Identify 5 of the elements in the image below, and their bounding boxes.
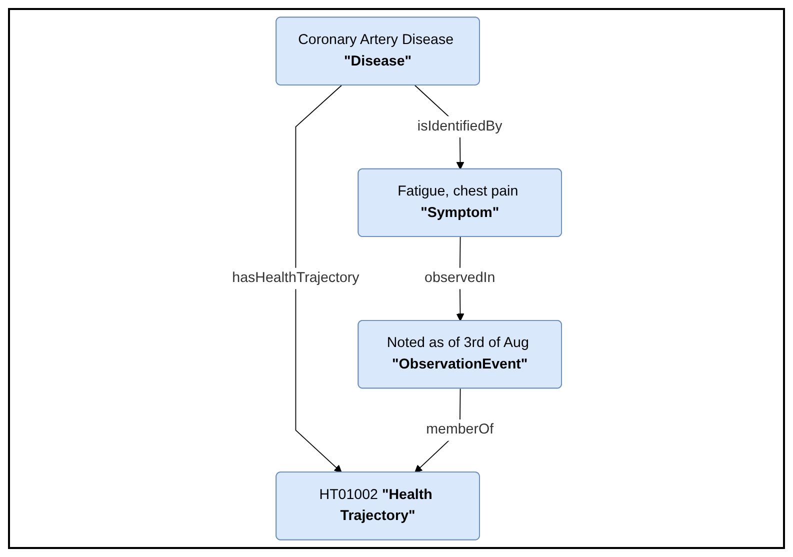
edge-label: hasHealthTrajectory <box>232 270 359 286</box>
edge-label: memberOf <box>426 422 494 438</box>
arrow <box>294 84 342 473</box>
edge-label: isIdentifiedBy <box>417 118 502 134</box>
edge-label: observedIn <box>424 270 495 286</box>
